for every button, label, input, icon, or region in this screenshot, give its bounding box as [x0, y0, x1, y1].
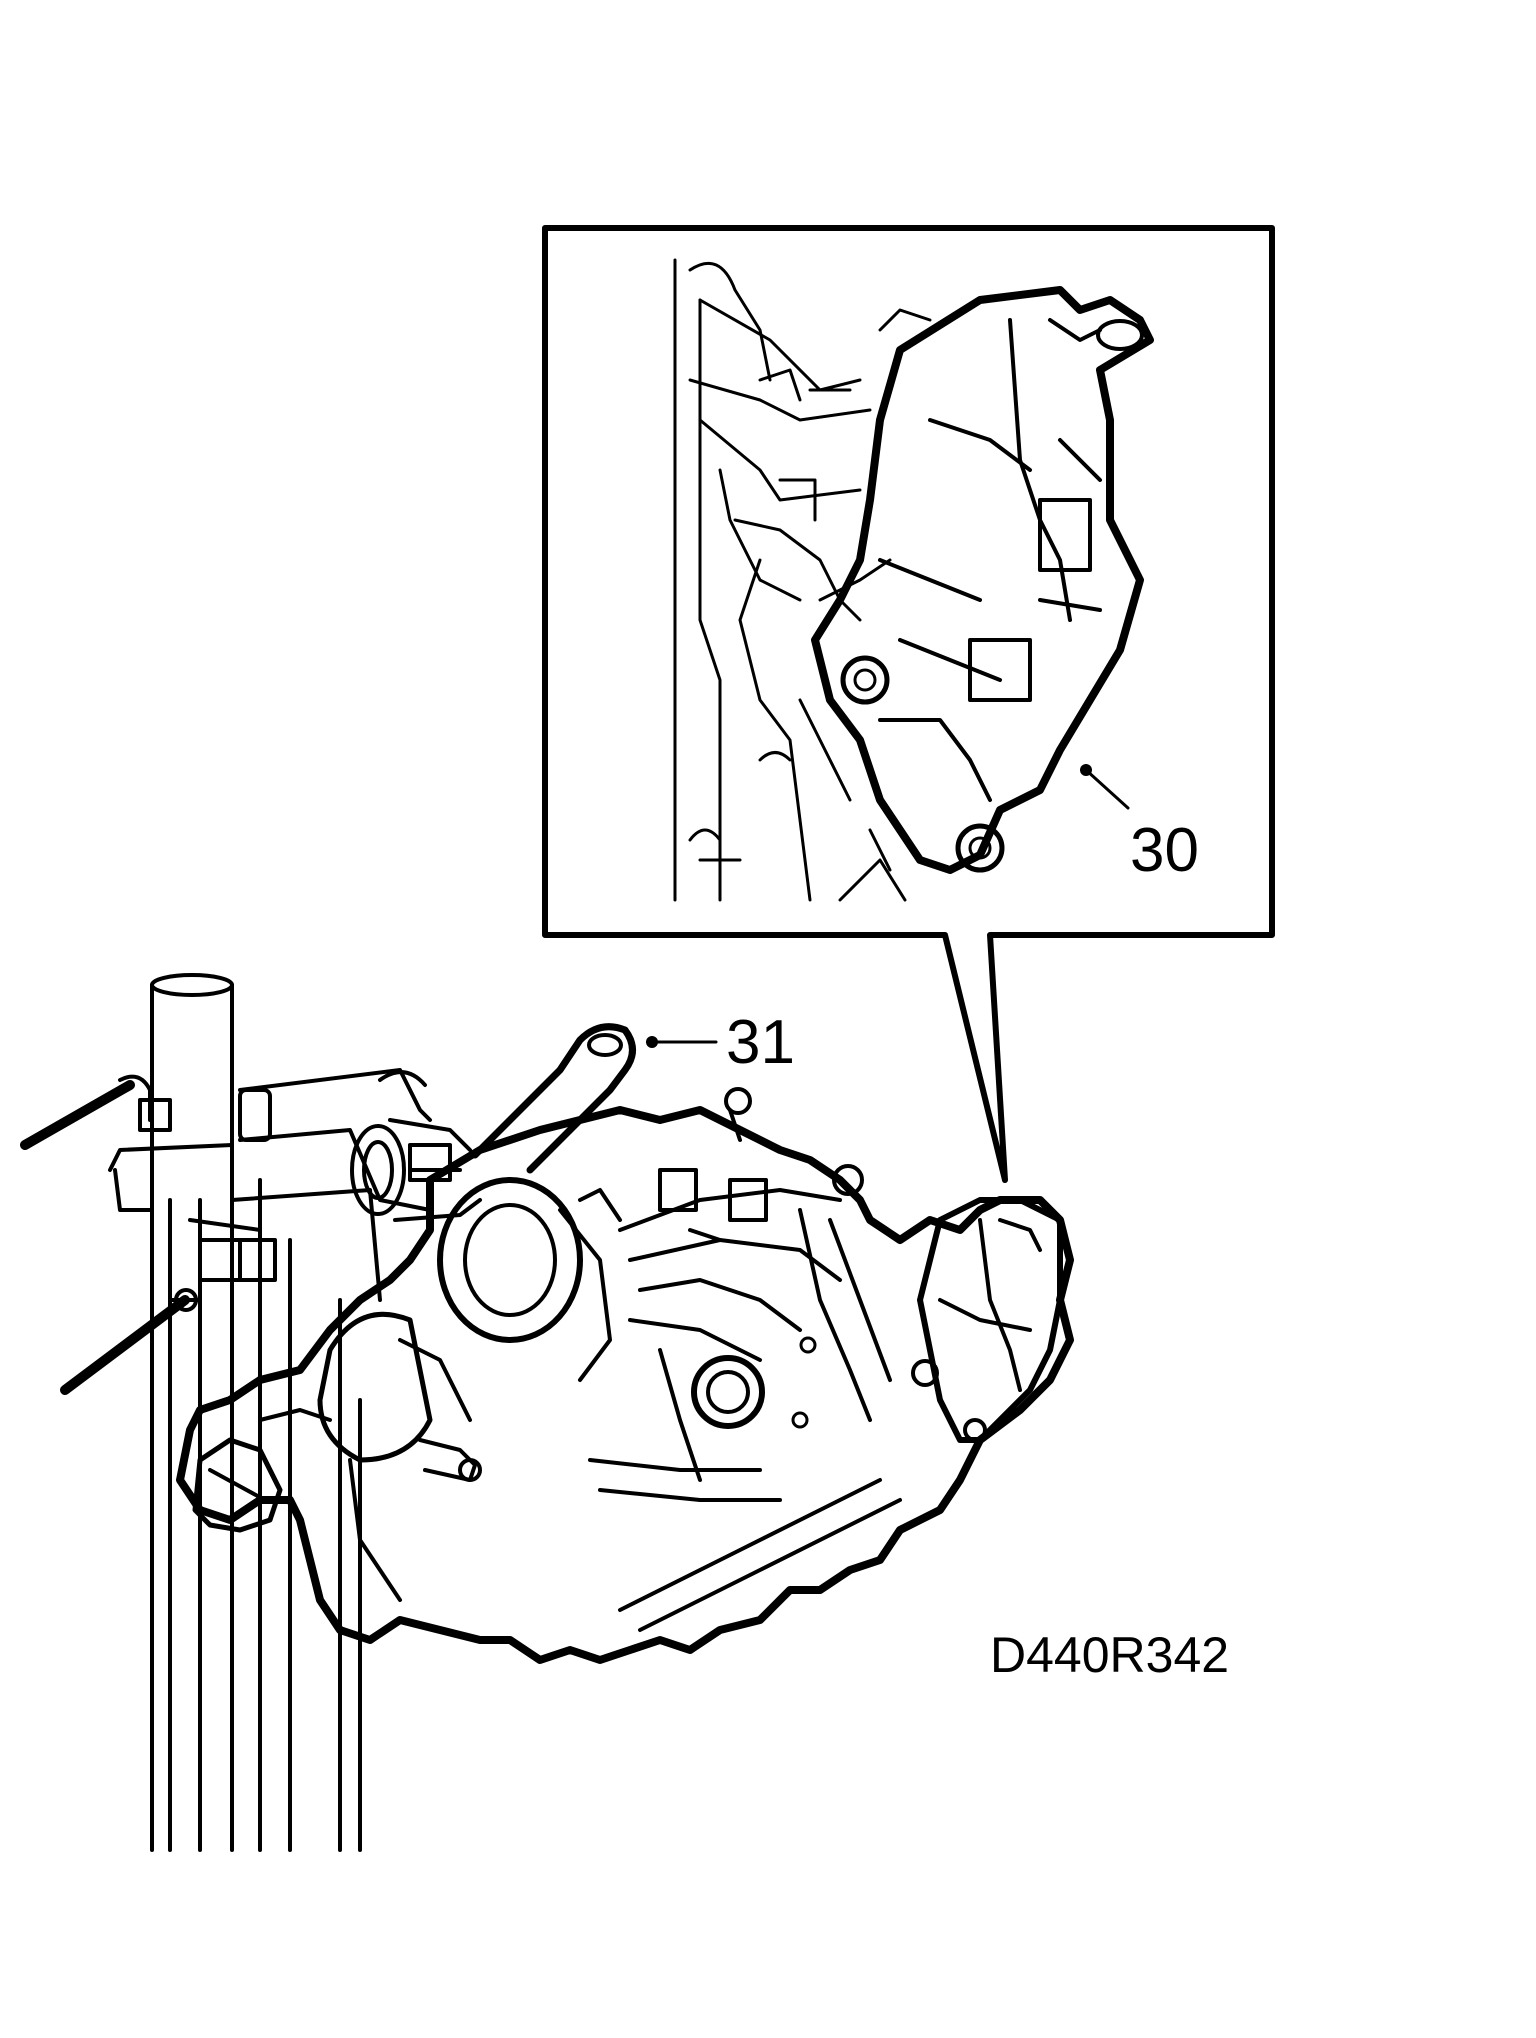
inset-mount-bracket — [811, 286, 1154, 874]
leader-dot-30 — [1080, 764, 1092, 776]
inset-background-parts — [673, 258, 932, 902]
engine-stand — [20, 973, 382, 1852]
lifting-eye — [471, 1023, 718, 1174]
leader-30 — [1084, 768, 1130, 810]
inset-frame — [542, 225, 1275, 1183]
figure-code: D440R342 — [990, 1627, 1230, 1683]
drive-shaft — [238, 1068, 482, 1222]
callout-label-31: 31 — [726, 1008, 795, 1077]
detail-inset — [542, 225, 1275, 1183]
leader-dot-31 — [646, 1036, 658, 1048]
gearbox-housing — [176, 1087, 1074, 1664]
callout-label-30: 30 — [1130, 816, 1199, 885]
